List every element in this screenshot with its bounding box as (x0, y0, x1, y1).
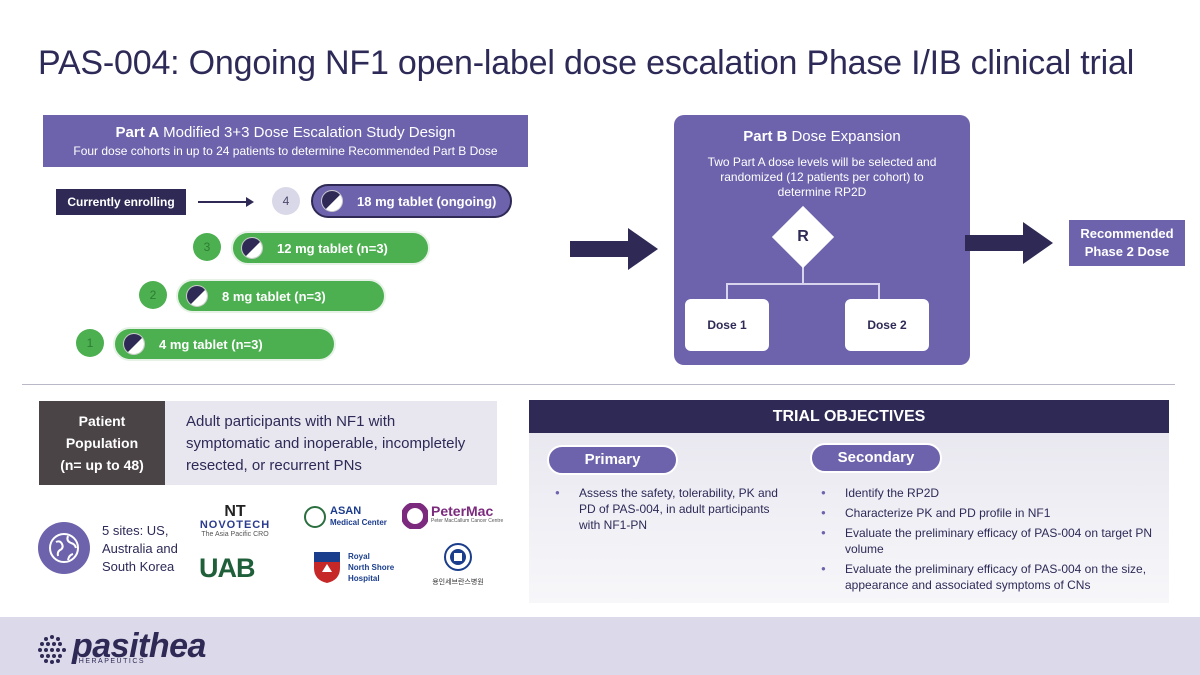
cohort-pill-4: 18 mg tablet (ongoing) (311, 184, 512, 218)
enrolling-arrow-line (198, 201, 248, 203)
pp-text-line3: resected, or recurrent PNs (186, 457, 362, 474)
part-b-heading: Dose Expansion (791, 128, 901, 145)
sites-line3: South Korea (102, 559, 175, 574)
sites-line1: 5 sites: US, (102, 523, 169, 538)
dose-2-box: Dose 2 (845, 299, 929, 351)
currently-enrolling-badge: Currently enrolling (56, 189, 186, 215)
arrow-right-icon (965, 222, 1053, 264)
uab-logo: UAB (199, 553, 255, 583)
cohort-label-1: 4 mg tablet (n=3) (159, 336, 263, 352)
recommended-phase2-dose-box: Recommended Phase 2 Dose (1069, 220, 1185, 266)
rnsh-line1: Royal (348, 551, 370, 561)
cohort-pill-3: 12 mg tablet (n=3) (231, 231, 430, 265)
tree-line (878, 283, 880, 299)
tree-line (802, 261, 804, 283)
cohort-number-1: 1 (76, 329, 104, 357)
rnsh-line2: North Shore (348, 562, 395, 572)
list-item: Evaluate the preliminary efficacy of PAS… (817, 561, 1162, 593)
cohort-pill-2: 8 mg tablet (n=3) (176, 279, 386, 313)
part-b-description: Two Part A dose levels will be selected … (707, 155, 937, 199)
novotech-mark: NT (224, 503, 246, 520)
tablet-icon (123, 333, 145, 355)
randomization-label: R (797, 228, 809, 245)
page-title: PAS-004: Ongoing NF1 open-label dose esc… (38, 44, 1135, 82)
seal-icon (443, 542, 473, 572)
pp-line2: Population (65, 435, 139, 451)
tablet-icon (186, 285, 208, 307)
cohort-label-4: 18 mg tablet (ongoing) (357, 193, 497, 209)
section-divider (22, 384, 1175, 385)
secondary-label: Secondary (810, 443, 942, 473)
patient-population-label: Patient Population (n= up to 48) (39, 401, 165, 485)
asan-name: ASAN (330, 505, 362, 517)
cohort-label-3: 12 mg tablet (n=3) (277, 240, 388, 256)
arrow-right-icon (570, 228, 658, 270)
sites-text: 5 sites: US, Australia and South Korea (102, 522, 192, 576)
footer-bar (0, 617, 1200, 675)
yongin-severance-logo: 용인세브란스병원 (430, 542, 486, 587)
tablet-icon (321, 190, 343, 212)
list-item: Characterize PK and PD profile in NF1 (817, 505, 1162, 521)
primary-label: Primary (547, 445, 678, 475)
pp-text-line1: Adult participants with NF1 with (186, 413, 396, 430)
cohort-number-2: 2 (139, 281, 167, 309)
pasithea-logo-icon (36, 633, 68, 670)
globe-icon (38, 522, 90, 574)
novotech-sub: The Asia Pacific CRO (201, 531, 269, 538)
novotech-name: NOVOTECH (199, 519, 271, 531)
list-item: Evaluate the preliminary efficacy of PAS… (817, 525, 1162, 557)
list-item: Assess the safety, tolerability, PK and … (551, 485, 781, 533)
objectives-header: TRIAL OBJECTIVES (529, 400, 1169, 433)
sites-line2: Australia and (102, 541, 178, 556)
brand-name: pasithea (72, 627, 206, 665)
rp2d-line1: Recommended (1080, 226, 1174, 241)
cohort-pill-1: 4 mg tablet (n=3) (113, 327, 336, 361)
primary-objectives-list: Assess the safety, tolerability, PK and … (551, 485, 781, 537)
rnsh-line3: Hospital (348, 573, 380, 583)
tree-line (726, 283, 728, 299)
petermac-name: PeterMac (431, 503, 494, 519)
tablet-icon (241, 237, 263, 259)
pp-line3: (n= up to 48) (60, 457, 144, 473)
cohort-number-4: 4 (272, 187, 300, 215)
part-a-subheading: Four dose cohorts in up to 24 patients t… (73, 144, 498, 158)
brand-sub: THERAPEUTICS (73, 658, 146, 665)
part-b-label: Part B (743, 128, 788, 145)
rnsh-logo: Royal North Shore Hospital (312, 550, 394, 584)
asan-logo: ASAN Medical Center (304, 506, 387, 528)
novotech-logo: NT NOVOTECH The Asia Pacific CRO (195, 503, 275, 539)
petermac-emblem-icon (401, 502, 429, 530)
asan-emblem-icon (304, 506, 326, 528)
pp-line1: Patient (78, 413, 126, 429)
patient-population-text: Adult participants with NF1 with symptom… (165, 401, 497, 485)
secondary-objectives-list: Identify the RP2D Characterize PK and PD… (817, 485, 1162, 597)
part-a-heading: Modified 3+3 Dose Escalation Study Desig… (163, 124, 456, 141)
dose-1-box: Dose 1 (685, 299, 769, 351)
pp-text-line2: symptomatic and inoperable, incompletely (186, 435, 466, 452)
rp2d-line2: Phase 2 Dose (1084, 244, 1170, 259)
part-a-label: Part A (115, 124, 160, 141)
list-item: Identify the RP2D (817, 485, 1162, 501)
cohort-number-3: 3 (193, 233, 221, 261)
korean-hospital-name: 용인세브란스병원 (432, 579, 484, 586)
petermac-sub: Peter MacCallum Cancer Centre (431, 518, 504, 524)
cohort-label-2: 8 mg tablet (n=3) (222, 288, 326, 304)
petermac-logo: PeterMac Peter MacCallum Cancer Centre (401, 502, 504, 530)
shield-icon (312, 550, 342, 584)
asan-sub: Medical Center (330, 518, 387, 527)
tree-line (726, 283, 880, 285)
enrolling-arrow-head (246, 197, 254, 207)
